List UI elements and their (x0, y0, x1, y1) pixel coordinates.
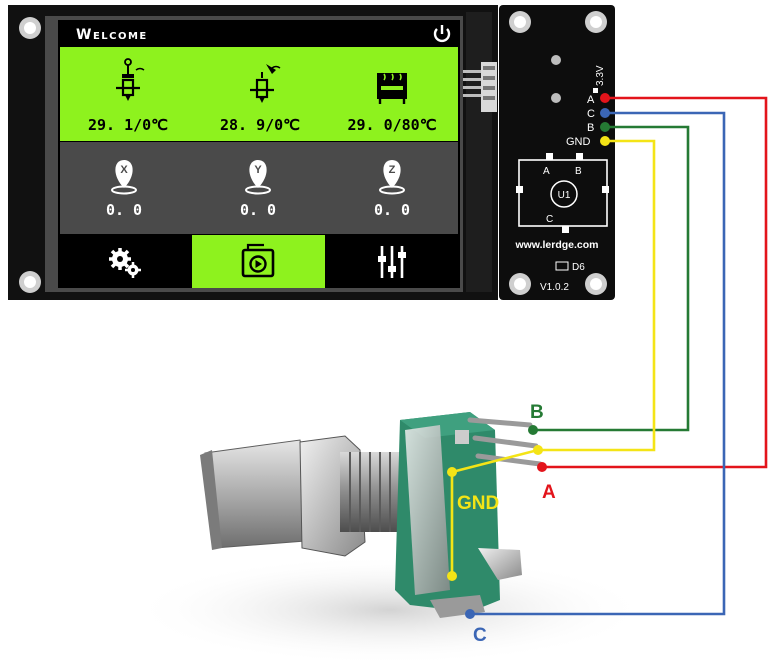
rotary-encoder (130, 412, 650, 665)
extruder-icon (116, 58, 145, 101)
pin-label-b: B (587, 122, 594, 134)
footprint-label-a: A (543, 166, 550, 177)
board-version: V1.0.2 (540, 282, 569, 293)
pin-label-3v3: 3.3V (595, 65, 606, 86)
encoder-pcb: 3.3V A C B GND A B C U1 www.lerdge.com D… (499, 5, 615, 300)
axis-letter: Z (389, 164, 396, 176)
wire-b (533, 125, 690, 432)
footprint-label-c: C (546, 214, 553, 225)
board-url: www.lerdge.com (514, 239, 598, 251)
wire-a (542, 96, 768, 469)
connection-dot (600, 122, 610, 132)
temp-readout: 28. 9/0℃ (220, 116, 300, 134)
ribbon-connector (463, 62, 497, 112)
pin-label-gnd: GND (566, 136, 591, 148)
pin-label-c: C (587, 108, 595, 120)
mounting-hole (509, 11, 531, 33)
wire-c (470, 111, 726, 616)
sliders-icon (378, 246, 406, 278)
extruder-icon (250, 64, 281, 103)
connection-dot (465, 609, 475, 619)
wire-label-gnd: GND (457, 493, 499, 514)
heated-bed-icon (377, 73, 407, 104)
screen-title: Welcome (76, 27, 148, 43)
connection-dot (537, 462, 547, 472)
connection-dot (600, 93, 610, 103)
connection-dot (447, 571, 457, 581)
axis-value: 0. 0 (106, 201, 142, 219)
axis-letter: Y (254, 164, 262, 176)
temp-readout: 29. 1/0℃ (88, 116, 168, 134)
temp-readout: 29. 0/80℃ (347, 116, 436, 134)
connection-dot (600, 136, 610, 146)
wiring (450, 96, 768, 616)
board-ref: D6 (572, 262, 585, 273)
pin-label-a: A (587, 94, 595, 106)
connection-dot (600, 108, 610, 118)
component-label: U1 (558, 190, 571, 201)
power-icon[interactable] (433, 25, 451, 43)
gears-icon (109, 248, 141, 278)
axis-letter: X (120, 164, 128, 176)
mounting-hole (585, 11, 607, 33)
lcd-screen: Welcome (45, 16, 463, 292)
location-pin-icon: Z (379, 160, 405, 195)
mounting-hole (509, 273, 531, 295)
nav-button-print[interactable] (192, 235, 325, 288)
mounting-hole (585, 273, 607, 295)
wire-label-b: B (530, 402, 544, 423)
connection-dot (528, 425, 538, 435)
axis-value: 0. 0 (240, 201, 276, 219)
axis-value: 0. 0 (374, 201, 410, 219)
wire-gnd (450, 139, 656, 576)
wire-label-a: A (542, 482, 556, 503)
encoder-body (395, 412, 522, 618)
wire-label-c: C (473, 625, 487, 646)
lcd-board: Welcome (8, 5, 498, 300)
axis-panel (60, 142, 458, 234)
wire-dots (447, 93, 610, 619)
encoder-footprint: A B C U1 (516, 153, 609, 233)
connection-dot (533, 445, 543, 455)
location-pin-icon: X (111, 160, 137, 195)
mounting-hole (19, 271, 41, 293)
print-icon (241, 243, 275, 278)
location-pin-icon: Y (245, 160, 271, 195)
mounting-hole (19, 17, 41, 39)
footprint-label-b: B (575, 166, 582, 177)
connection-dot (447, 467, 457, 477)
encoder-pins (467, 417, 543, 467)
